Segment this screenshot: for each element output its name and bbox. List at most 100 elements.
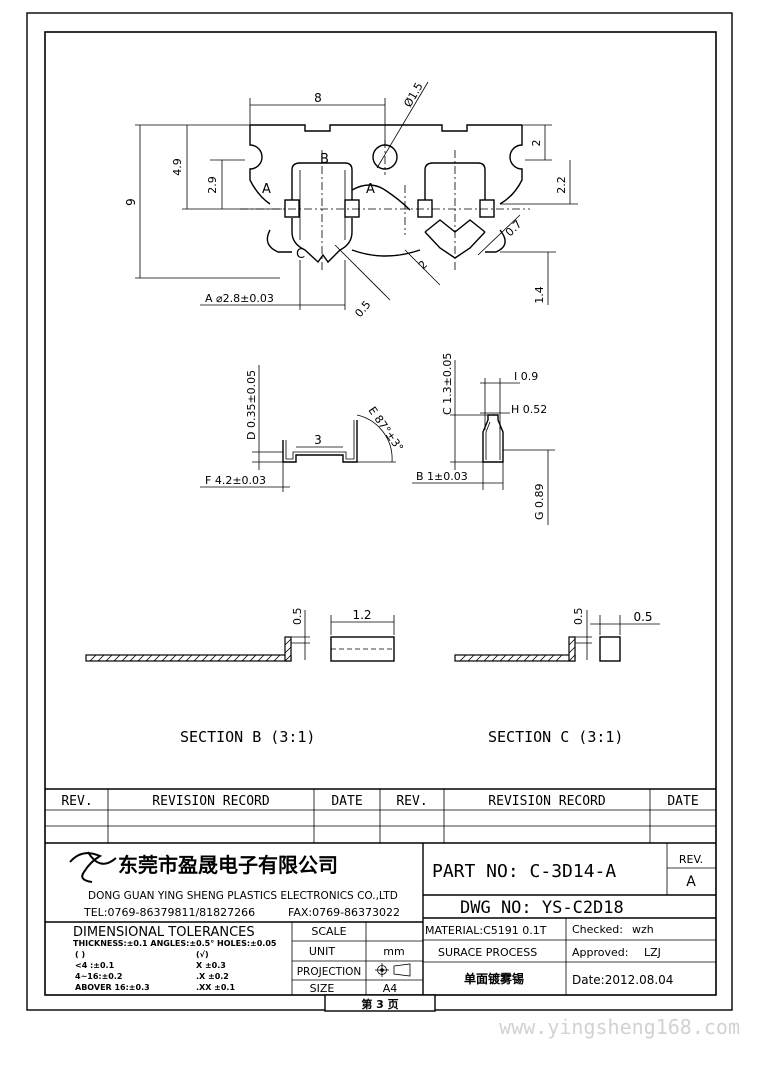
dim-tol-line: THICKNESS:±0.1 ANGLES:±0.5° HOLES:±0.05 [73,939,277,948]
middle-arc [351,184,411,211]
company-fax: FAX:0769-86373022 [288,906,400,919]
left-terminal-lower [291,218,353,264]
revision-table: REV. REVISION RECORD DATE REV. REVISION … [45,788,716,844]
dim-b: B 1±0.03 [416,470,468,483]
left-profile [282,420,358,463]
part-number: PART NO: C-3D14-A [432,861,616,882]
checked-value: wzh [632,923,654,936]
surface-process-value: 单面镀雾锡 [464,971,524,986]
dim-h: H 0.52 [511,403,547,416]
strip-left-edge [249,125,271,205]
drawing-number: DWG NO: YS-C2D18 [460,898,624,918]
section-b-thick: 0.5 [291,608,304,626]
rev-header-2: REV. [396,794,427,809]
detail-left: D 0.35±0.05 3 E 87°±3° F 4.2±0.03 [200,365,406,492]
revision-record-header-2: REVISION RECORD [488,794,606,809]
tol-col2-0: (√) [196,950,209,959]
checked-label: Checked: [572,923,623,936]
dim-i: I 0.9 [514,370,538,383]
dim-gap-right: 2 [530,140,543,147]
approved-label: Approved: [572,946,628,959]
rev-header-1: REV. [61,794,92,809]
rev-value: A [686,874,696,890]
date-header-2: DATE [667,794,698,809]
size-value: A4 [383,982,398,995]
section-c: 0.5 0.5 SECTION C (3:1) [454,608,660,746]
dim-tol-title: DIMENSIONAL TOLERANCES [73,925,255,940]
detail-right: C 1.3±0.05 I 0.9 H 0.52 B 1±0.03 G 0.89 [412,353,555,525]
rev-label: REV. [679,853,703,866]
tol-col2-1: X ±0.3 [196,961,226,970]
company-name-en: DONG GUAN YING SHENG PLASTICS ELECTRONIC… [88,890,398,902]
tol-col1-1: <4 :±0.1 [75,961,115,970]
section-b: 0.5 1.2 SECTION B (3:1) [85,608,395,746]
tol-col1-2: 4~16:±0.2 [75,972,122,981]
unit-value: mm [383,945,404,958]
dim-c: C 1.3±0.05 [441,353,454,415]
label-b: B [320,152,329,167]
scale-label: SCALE [311,925,346,938]
left-contact-a [284,199,300,218]
dim-g: G 0.89 [533,483,546,520]
top-view: 8 Ø1.5 9 4.9 2.9 2 2.2 1.4 0.7 2 [124,80,578,320]
inner-border [44,31,717,996]
company-logo [69,851,117,883]
section-b-width: 1.2 [352,608,371,622]
projection-symbol [375,963,411,977]
dim-hole: Ø1.5 [401,80,425,109]
company-tel: TEL:0769-86379811/81827266 [83,906,255,919]
page-number: 第 3 页 [361,997,398,1011]
section-c-thick: 0.5 [572,608,585,626]
section-c-width: 0.5 [633,610,652,624]
dim-tip-diag: 2 [416,258,430,272]
right-bottom-arc [485,229,506,253]
approved-value: LZJ [644,946,661,959]
dim-height-total: 9 [124,198,138,206]
strip-right-edge [499,125,523,205]
left-terminal-outline [291,162,353,200]
dim-d: D 0.35±0.05 [245,370,258,440]
tol-col2-3: .XX ±0.1 [196,983,235,992]
left-terminal-inner [299,170,346,240]
left-bottom-arc [266,229,292,253]
left-contact-a2 [344,199,360,218]
dim-height-a: 4.9 [171,158,184,176]
size-label: SIZE [310,982,335,995]
tol-col2-2: .X ±0.2 [196,972,229,981]
company-name-cn: 东莞市盈晟电子有限公司 [118,853,338,877]
dim-pin-width: 0.5 [352,298,373,320]
label-a-left: A [262,182,271,197]
tol-col1-0: ( ) [75,950,85,959]
dim-width-3: 3 [314,433,322,447]
dim-height-b: 2.9 [206,176,219,194]
right-contact-1 [417,199,433,218]
section-b-title: SECTION B (3:1) [180,728,315,746]
section-c-profile [599,636,621,662]
projection-label: PROJECTION [297,966,362,978]
dim-f: F 4.2±0.03 [205,474,266,487]
title-block: 东莞市盈晟电子有限公司 DONG GUAN YING SHENG PLASTIC… [45,843,716,1012]
material: MATERIAL:C5191 0.1T [425,924,547,937]
unit-label: UNIT [309,945,336,958]
section-c-title: SECTION C (3:1) [488,728,623,746]
label-a-right: A [366,182,375,197]
dim-bottom-right: 1.4 [533,286,546,304]
drawing-date: Date:2012.08.04 [572,973,673,987]
dim-pitch: 8 [314,91,322,105]
right-terminal-outline [424,162,486,200]
dim-angle: E 87°±3° [366,404,406,454]
surface-process-label: SURACE PROCESS [438,946,537,959]
date-header-1: DATE [331,794,362,809]
page-tab [324,994,436,1012]
label-c: C [296,247,305,262]
watermark: www.yingsheng168.com [499,1015,740,1039]
dim-height-right: 2.2 [555,176,568,194]
revision-record-header-1: REVISION RECORD [152,794,270,809]
right-contact-2 [479,199,495,218]
strip-top-edge [250,124,522,132]
tol-col1-3: ABOVER 16:±0.3 [75,983,150,992]
dim-slot: 0.7 [503,218,525,240]
middle-lower-arc [351,249,421,257]
dim-dia-a: A ⌀2.8±0.03 [205,292,274,305]
